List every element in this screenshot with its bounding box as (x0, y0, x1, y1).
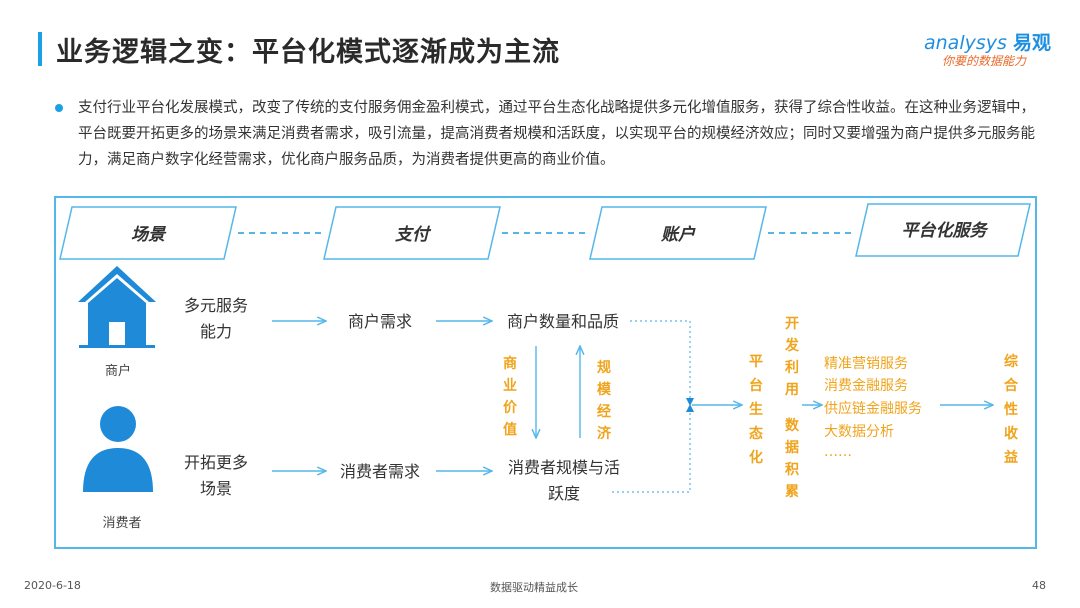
stage-account: 账户 (589, 206, 767, 260)
svg-text:经: 经 (597, 403, 611, 420)
merchant-label: 商户 (105, 363, 131, 379)
svg-text:模: 模 (597, 381, 612, 398)
consumer-result-line1: 消费者规模与活 (508, 458, 620, 477)
consumer-start-line2: 场景 (200, 479, 232, 498)
service-item: 大数据分析 (824, 424, 894, 440)
svg-text:数: 数 (785, 417, 800, 434)
consumer-label: 消费者 (102, 516, 141, 531)
stage-label-payment: 支付 (395, 225, 432, 245)
stage-label-platform-service: 平台化服务 (902, 221, 990, 241)
svg-text:性: 性 (1004, 401, 1018, 418)
merchant-need: 商户需求 (348, 312, 412, 331)
analysys-logo: analysys 易观 (924, 28, 1051, 55)
title-accent-bar (38, 32, 42, 66)
svg-text:综: 综 (1004, 353, 1018, 370)
merchant-start-line2: 能力 (200, 322, 232, 341)
stage-payment: 支付 (323, 206, 501, 260)
svg-text:平: 平 (749, 354, 763, 370)
services-list: 精准营销服务 消费金融服务 供应链金融服务 大数据分析 …… (824, 356, 922, 460)
merge-bracket-top (630, 320, 691, 398)
comprehensive-revenue-label: 综 合 性 收 益 (1004, 353, 1019, 466)
logo-brand: analysys (924, 32, 1007, 54)
svg-text:开: 开 (785, 316, 799, 332)
footer-slogan: 数据驱动精益成长 (490, 581, 578, 594)
service-item: …… (824, 444, 852, 460)
svg-text:利: 利 (785, 359, 799, 376)
consumer-start-line1: 开拓更多 (184, 453, 248, 472)
bullet-icon (55, 104, 63, 112)
merchant-start-line1: 多元服务 (184, 296, 248, 315)
service-item: 供应链金融服务 (824, 400, 922, 417)
svg-text:生: 生 (749, 401, 763, 418)
consumer-need: 消费者需求 (340, 462, 420, 481)
service-item: 消费金融服务 (824, 378, 908, 394)
stage-platform-service: 平台化服务 (855, 203, 1031, 257)
svg-text:据: 据 (785, 439, 799, 456)
stage-label-scene: 场景 (131, 225, 167, 245)
logo-tagline: 你要的数据能力 (942, 54, 1027, 68)
svg-text:商: 商 (503, 355, 517, 372)
diagram-frame (54, 196, 1037, 549)
platform-eco-label: 平 台 生 态 化 (749, 354, 763, 466)
scale-economy-label: 规 模 经 济 (597, 360, 612, 442)
svg-text:累: 累 (785, 484, 799, 500)
svg-text:化: 化 (749, 449, 763, 466)
stage-label-account: 账户 (660, 225, 696, 245)
logo-brand-cn: 易观 (1012, 32, 1051, 54)
svg-text:价: 价 (503, 400, 518, 416)
svg-text:济: 济 (597, 425, 612, 442)
intro-paragraph: 支付行业平台化发展模式，改变了传统的支付服务佣金盈利模式，通过平台生态化战略提供… (78, 100, 1035, 168)
svg-text:发: 发 (784, 337, 800, 354)
svg-text:台: 台 (749, 377, 763, 394)
svg-text:态: 态 (749, 425, 763, 442)
stage-scene: 场景 (59, 206, 237, 260)
consumer-person-icon (83, 406, 153, 492)
service-item: 精准营销服务 (824, 356, 908, 372)
svg-text:益: 益 (1004, 449, 1018, 466)
merchant-house-icon (78, 266, 156, 348)
merge-bracket-bottom (612, 412, 691, 493)
svg-text:用: 用 (785, 382, 799, 398)
data-utilization-label: 开 发 利 用 数 据 积 累 (784, 316, 800, 500)
page-title: 业务逻辑之变：平台化模式逐渐成为主流 (56, 37, 560, 68)
svg-text:值: 值 (503, 421, 517, 438)
merchant-result: 商户数量和品质 (507, 312, 619, 331)
commercial-value-label: 商 业 价 值 (503, 355, 518, 438)
svg-text:业: 业 (503, 378, 517, 394)
page-number: 48 (1032, 579, 1046, 592)
svg-text:收: 收 (1004, 425, 1019, 442)
svg-text:规: 规 (597, 360, 611, 376)
svg-text:积: 积 (785, 461, 799, 478)
footer-date: 2020-6-18 (24, 579, 81, 592)
consumer-result-line2: 跃度 (548, 484, 580, 503)
svg-text:合: 合 (1004, 377, 1019, 394)
